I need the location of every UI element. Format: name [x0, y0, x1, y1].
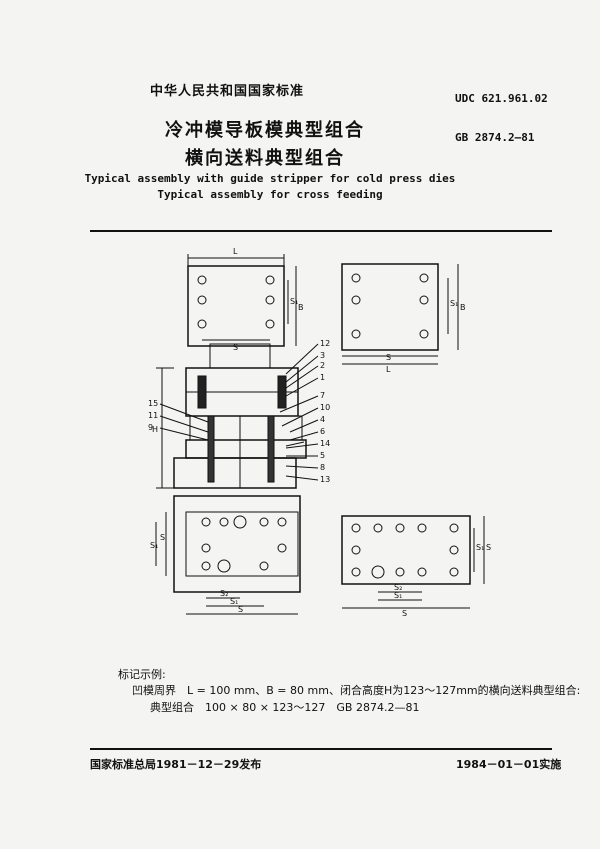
udc-code: UDC 621.961.02	[455, 92, 548, 105]
dim-label-S1-bottom-left: S₁	[150, 541, 158, 550]
effective-date: 1984－01－01实施	[456, 758, 562, 771]
plan-right-holes	[351, 273, 429, 339]
example-line-2: 典型组合 100 × 80 × 123～127 GB 2874.2—81	[150, 701, 420, 714]
dim-label-S1-top: S₁	[290, 297, 298, 306]
part-num-12: 12	[320, 339, 330, 348]
example-label: 标记示例:	[118, 668, 166, 681]
part-num-5: 5	[320, 451, 325, 460]
dim-label-S1-right: S₁	[450, 299, 458, 308]
part-num-11: 11	[148, 411, 158, 420]
part-num-4: 4	[320, 415, 325, 424]
part-num-14: 14	[320, 439, 330, 448]
top-rule	[90, 230, 552, 232]
dim-label-L-right: L	[386, 365, 391, 374]
technical-drawing: L S S₁ B S L S₁ B H 12 3 2 1 7 10 4 6 14…	[148, 247, 491, 618]
dim-label-S-bottom-left-h: S	[238, 605, 243, 614]
issued-date: 国家标准总局1981－12－29发布	[90, 758, 262, 771]
dim-label-H: H	[152, 425, 158, 434]
part-num-15: 15	[148, 399, 158, 408]
part-num-2: 2	[320, 361, 325, 370]
title-en-line2: Typical assembly for cross feeding	[157, 188, 383, 201]
gb-number: GB 2874.2—81	[455, 131, 535, 144]
dim-label-S2-bottom-left: S₂	[220, 589, 228, 598]
dim-label-L-top: L	[233, 247, 238, 256]
dim-label-S1-bottom-right: S₁	[476, 543, 484, 552]
title-cn-line2: 横向送料典型组合	[185, 148, 345, 169]
part-num-10: 10	[320, 403, 330, 412]
dim-label-B-top: B	[298, 303, 304, 312]
part-num-3: 3	[320, 351, 325, 360]
bottom-left-holes	[201, 515, 287, 573]
dim-label-S-top: S	[233, 343, 238, 352]
part-num-8: 8	[320, 463, 325, 472]
bottom-right-holes	[351, 523, 459, 579]
title-en-line1: Typical assembly with guide stripper for…	[84, 172, 456, 185]
dim-label-S-bottom-right: S	[486, 543, 491, 552]
dim-label-S-right: S	[386, 353, 391, 362]
part-num-6: 6	[320, 427, 325, 436]
standard-body: 中华人民共和国国家标准	[150, 84, 305, 99]
dim-label-S-bottom-left: S	[160, 533, 165, 542]
dim-label-S1-bottom-right-h: S₁	[394, 591, 402, 600]
dim-label-S-bottom-right-h: S	[402, 609, 407, 618]
dim-label-B-right: B	[460, 303, 466, 312]
part-num-9: 9	[148, 423, 153, 432]
plan-left-holes	[197, 275, 275, 329]
title-cn-line1: 冷冲模导板模典型组合	[165, 120, 365, 141]
example-line-1: 凹模周界 L = 100 mm、B = 80 mm、闭合高度H为123～127m…	[132, 684, 581, 697]
part-num-7: 7	[320, 391, 325, 400]
dim-label-S2-bottom-right: S₂	[394, 583, 402, 592]
dim-label-S1-bottom-left-h: S₁	[230, 597, 238, 606]
bottom-rule	[90, 748, 552, 750]
part-num-1: 1	[320, 373, 325, 382]
part-num-13: 13	[320, 475, 330, 484]
